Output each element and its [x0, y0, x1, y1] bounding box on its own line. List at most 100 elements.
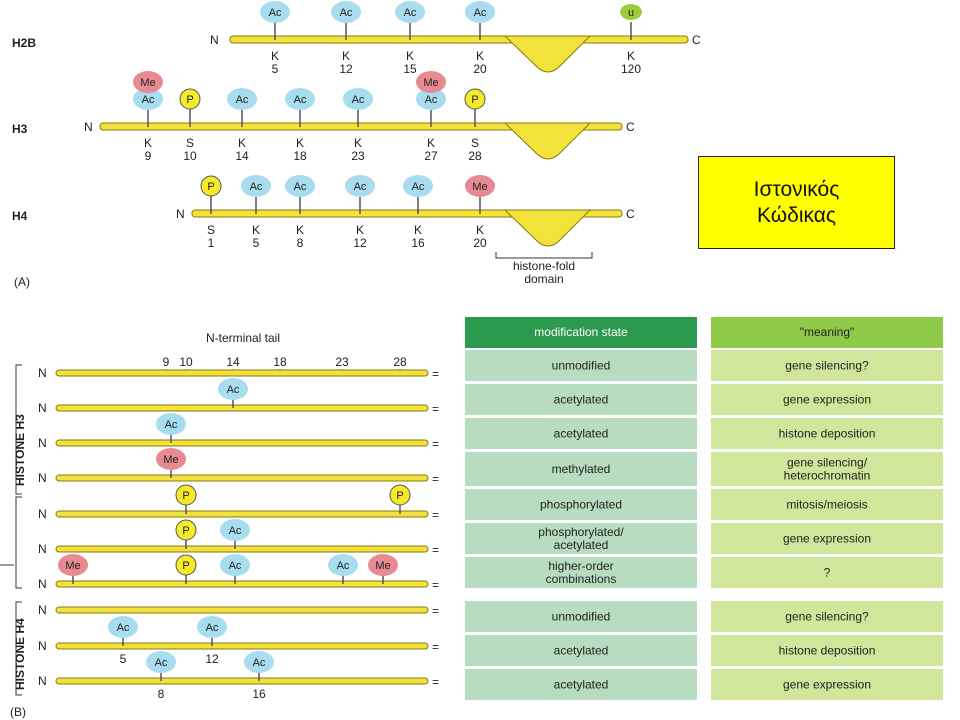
h3-fold-domain	[503, 122, 592, 160]
methyl-mark: Me	[133, 71, 163, 93]
tail-cut: =	[432, 675, 439, 689]
acetyl-mark-shape	[218, 378, 248, 400]
meaning-text-line: heterochromatin	[784, 469, 871, 483]
h3-tail-row: N=Ac	[38, 378, 439, 416]
acetyl-mark-shape	[197, 616, 227, 638]
site-residue: K	[144, 136, 152, 150]
acetyl-mark: Ac	[220, 554, 250, 576]
acetyl-mark-text: Ac	[294, 181, 307, 193]
h3-chain	[99, 122, 623, 131]
site-residue: K	[356, 223, 364, 237]
histone-code-callout: Ιστονικός Κώδικας	[698, 156, 895, 249]
acetyl-mark: Ac	[285, 175, 315, 197]
methyl-mark-shape	[465, 175, 495, 197]
state-text: acetylated	[554, 644, 609, 658]
acetyl-mark-text: Ac	[236, 94, 249, 106]
site-residue: K	[476, 49, 484, 63]
state-text-line: acetylated	[554, 538, 609, 552]
meaning-text: gene silencing/heterochromatin	[784, 456, 871, 483]
site-residue: K	[406, 49, 414, 63]
tail-bar	[55, 439, 429, 447]
phospho-mark: P	[179, 88, 201, 110]
phospho-mark-text: P	[186, 94, 193, 106]
site-number: 12	[353, 236, 367, 250]
site-number: 27	[424, 149, 438, 163]
phospho-mark: P	[389, 484, 411, 506]
acetyl-mark-text: Ac	[229, 560, 242, 572]
tail-n-end: N	[38, 603, 47, 617]
phospho-mark: P	[175, 484, 197, 506]
tail-bar	[55, 510, 429, 518]
site-residue: K	[627, 49, 635, 63]
tail-cut: =	[432, 367, 439, 381]
meaning-text-line: gene silencing/	[787, 456, 868, 470]
acetyl-mark-shape	[395, 1, 425, 23]
acetyl-mark-shape	[241, 175, 271, 197]
methyl-mark-text: Me	[375, 560, 390, 572]
h4-position-label: 8	[158, 687, 165, 701]
acetyl-mark-text: Ac	[340, 7, 353, 19]
meaning-header-cell	[711, 317, 943, 348]
phospho-mark-text: P	[182, 525, 189, 537]
h4-name: H4	[12, 209, 28, 223]
methyl-mark-shape	[368, 554, 398, 576]
site-residue: K	[476, 223, 484, 237]
state-cell	[465, 489, 697, 520]
methyl-mark-shape	[58, 554, 88, 576]
h2b-name: H2B	[12, 36, 36, 50]
phospho-mark-text: P	[207, 181, 214, 193]
position-label: 23	[335, 355, 349, 369]
site-number: 10	[183, 149, 197, 163]
site-number: 5	[272, 62, 279, 76]
ubiquitin-mark-text: u	[628, 7, 634, 19]
acetyl-mark: Ac	[108, 616, 138, 638]
acetyl-mark-shape	[285, 175, 315, 197]
meaning-cell	[711, 452, 943, 486]
domain-label-1: histone-fold	[513, 259, 575, 273]
h4-tail-row: N=	[38, 603, 439, 618]
methyl-mark: Me	[58, 554, 88, 576]
tail-n-end: N	[38, 542, 47, 556]
h3-n-end: N	[84, 120, 93, 134]
tail-cut: =	[432, 578, 439, 592]
phospho-mark-shape	[464, 88, 486, 110]
site-number: 9	[145, 149, 152, 163]
state-text-line: phosphorylated/	[538, 525, 624, 539]
meaning-text: gene expression	[783, 678, 871, 692]
state-cell	[465, 523, 697, 554]
acetyl-mark: Ac	[146, 651, 176, 673]
acetyl-mark-shape	[133, 88, 163, 110]
h2b-fold-domain	[503, 35, 592, 73]
meaning-text: gene expression	[783, 532, 871, 546]
state-cell	[465, 557, 697, 588]
callout-line-2: Κώδικας	[756, 203, 836, 227]
phospho-mark: P	[200, 175, 222, 197]
acetyl-mark: Ac	[328, 554, 358, 576]
acetyl-mark-text: Ac	[474, 7, 487, 19]
phospho-mark-shape	[200, 175, 222, 197]
state-text: acetylated	[554, 393, 609, 407]
phospho-mark-text: P	[182, 490, 189, 502]
tail-bar	[55, 545, 429, 553]
panel-b-label: (B)	[10, 705, 26, 719]
state-text: unmodified	[552, 610, 611, 624]
acetyl-mark-shape	[465, 1, 495, 23]
tail-cut: =	[432, 437, 439, 451]
acetyl-mark-text: Ac	[269, 7, 282, 19]
meaning-header: "meaning"	[800, 325, 855, 339]
meaning-text: mitosis/meiosis	[786, 498, 867, 512]
state-text-line: combinations	[546, 572, 617, 586]
acetyl-mark-shape	[244, 651, 274, 673]
site-residue: K	[414, 223, 422, 237]
acetyl-mark: Ac	[220, 519, 250, 541]
